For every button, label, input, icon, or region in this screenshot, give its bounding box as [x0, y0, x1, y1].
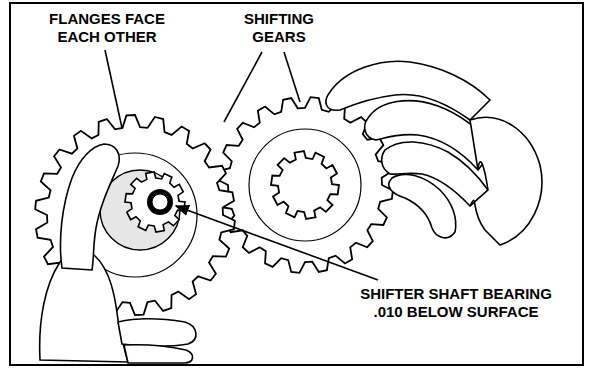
callout-label: FLANGES FACE EACH OTHER	[40, 10, 174, 46]
callout-label: SHIFTER SHAFT BEARING .010 BELOW SURFACE	[352, 285, 560, 321]
shaft-bearing	[147, 189, 173, 215]
bearing-bore	[152, 194, 168, 210]
leader-arrow	[176, 206, 378, 280]
shifter-shaft	[125, 172, 185, 232]
right-hand	[326, 61, 542, 245]
left-hand	[40, 144, 196, 363]
callout-label: SHIFTING GEARS	[232, 10, 326, 46]
left-finger	[118, 319, 196, 346]
leader-line	[105, 50, 122, 128]
right-thumb	[389, 174, 456, 237]
splined-bore	[271, 151, 339, 219]
left-thumb	[60, 144, 119, 270]
left-finger	[124, 345, 193, 363]
leader-line	[224, 52, 262, 122]
leader-lines	[105, 50, 378, 280]
right-palm	[470, 117, 542, 245]
frame-border	[10, 3, 583, 365]
leader-line	[284, 52, 300, 102]
gear-flange	[249, 129, 361, 241]
